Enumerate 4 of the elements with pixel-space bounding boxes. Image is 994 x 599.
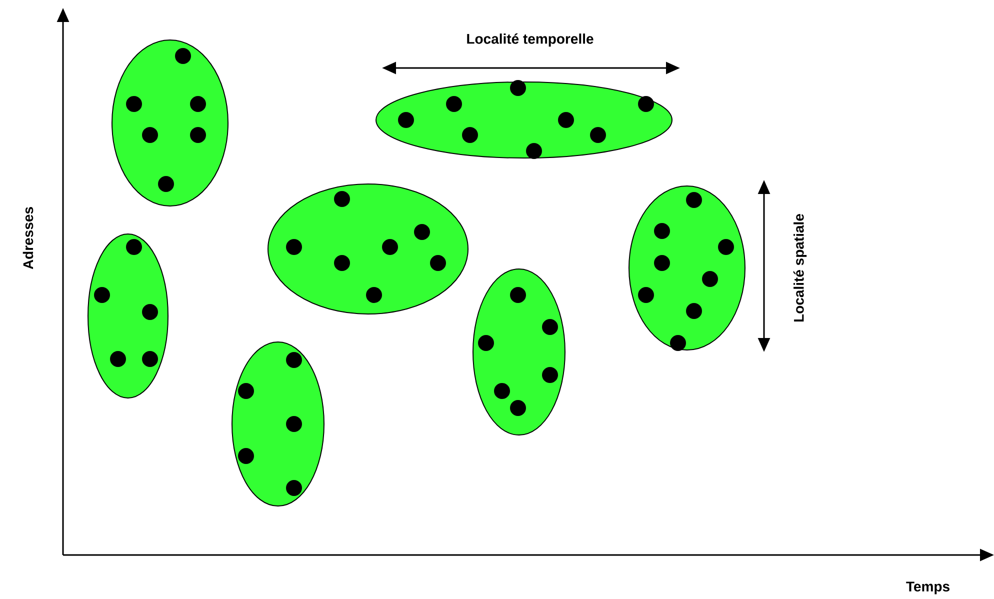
axis-label: Localité temporelle — [467, 33, 594, 47]
axis-label: Localité spatiale — [793, 214, 807, 322]
axis-label: Adresses — [22, 207, 34, 270]
axis-label: Temps — [906, 582, 950, 594]
